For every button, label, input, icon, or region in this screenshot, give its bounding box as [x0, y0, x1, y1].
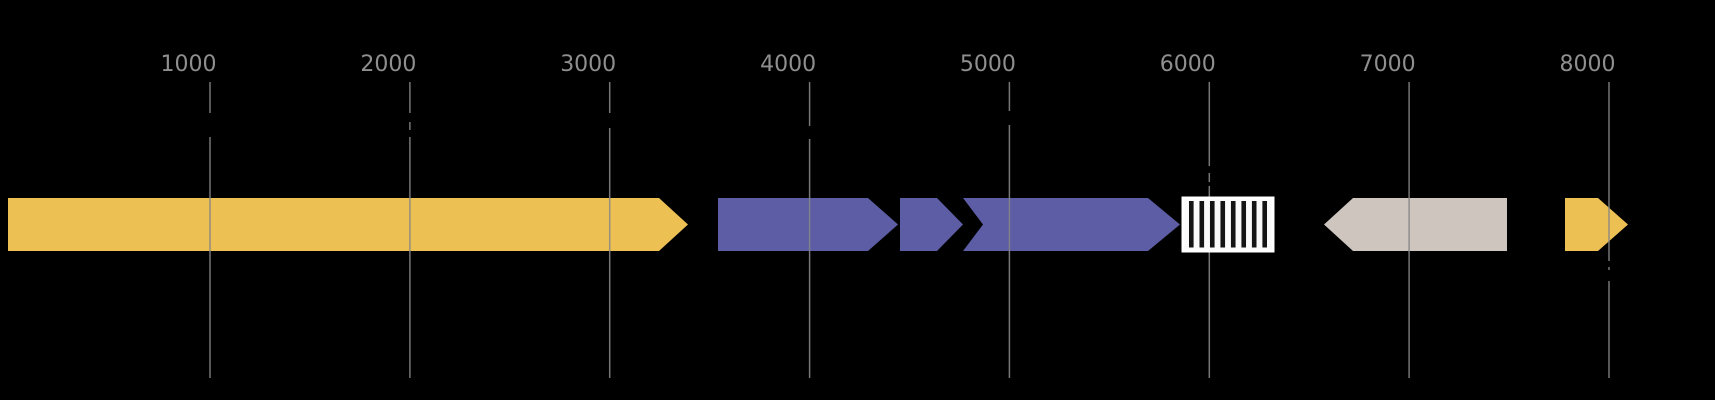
- feature-arrow-2: [718, 198, 898, 251]
- feature-arrow-3: [900, 198, 963, 251]
- hatch-stripe: [1199, 201, 1205, 248]
- feature-arrow-5: [1324, 198, 1507, 251]
- hatch-stripe: [1220, 201, 1226, 248]
- hatch-stripe: [1241, 201, 1247, 248]
- feature-arrow-4: [963, 198, 1180, 251]
- tick-label-8000: 8000: [1560, 52, 1616, 77]
- tick-label-2000: 2000: [360, 52, 416, 77]
- feature-arrow-1: [8, 198, 688, 251]
- feature-hatched-box: [1183, 198, 1273, 251]
- tick-label-6000: 6000: [1160, 52, 1216, 77]
- hatch-stripe: [1230, 201, 1236, 248]
- tick-label-3000: 3000: [560, 52, 616, 77]
- hatch-stripe: [1251, 201, 1257, 248]
- tick-label-7000: 7000: [1360, 52, 1416, 77]
- feature-hatched-box-border: [1181, 196, 1275, 253]
- tick-label-1000: 1000: [161, 52, 217, 77]
- hatch-stripe: [1209, 201, 1215, 248]
- tick-label-4000: 4000: [760, 52, 816, 77]
- tick-label-5000: 5000: [960, 52, 1016, 77]
- hatch-stripe: [1262, 201, 1267, 248]
- hatch-stripe: [1189, 201, 1194, 248]
- feature-arrow-6: [1565, 198, 1628, 251]
